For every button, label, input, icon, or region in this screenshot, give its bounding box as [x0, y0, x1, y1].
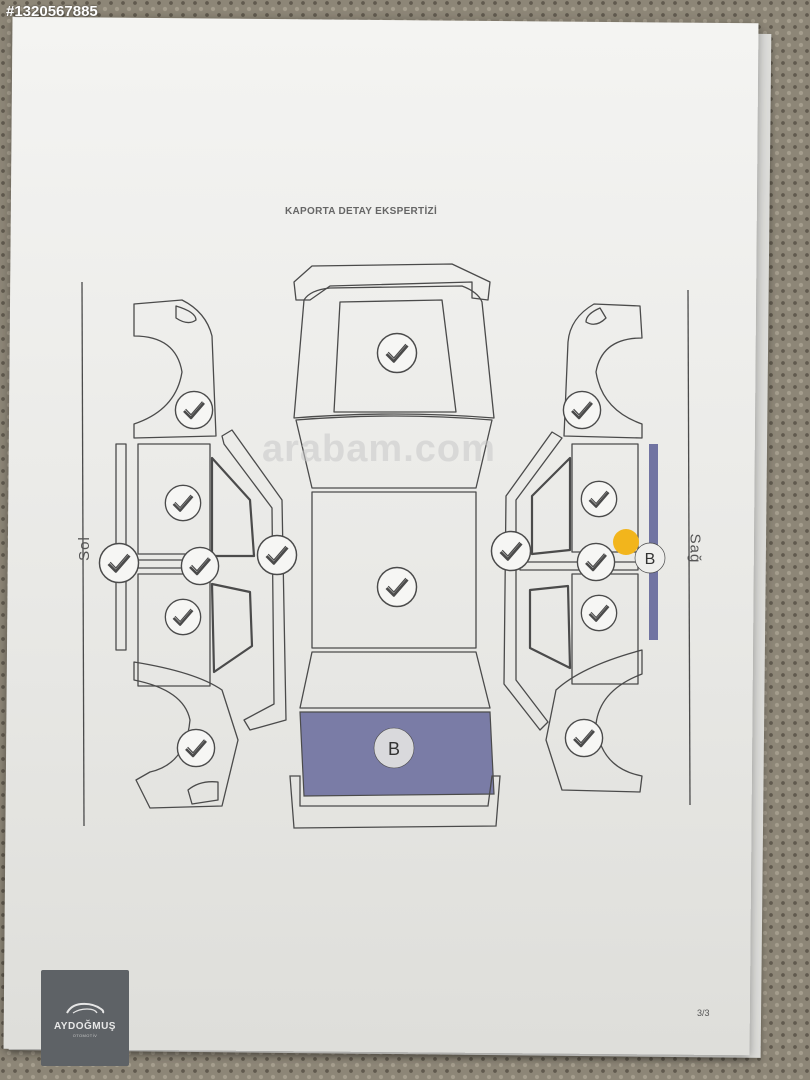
rear-window	[299, 651, 491, 709]
hood-check-icon	[376, 332, 418, 374]
left-rear-door-check-icon	[164, 598, 202, 636]
dealer-tagline: OTOMOTİV	[72, 1032, 98, 1038]
hood-part	[293, 285, 495, 419]
right-sill-marker-text: B	[645, 551, 656, 568]
right-sill-changed-strip	[649, 444, 658, 640]
page-number: 3/3	[697, 1008, 710, 1018]
left-door-divider-check-icon	[180, 546, 220, 586]
left-pillar-check-icon	[256, 534, 298, 576]
left-rear-door-frame	[137, 573, 211, 687]
right-front-window	[530, 456, 572, 556]
right-rear-fender	[545, 649, 643, 793]
left-front-fender-check-icon	[174, 390, 214, 430]
dealer-logo: AYDOĞMUŞ OTOMOTİV	[41, 970, 129, 1066]
car-logo-icon	[66, 1002, 105, 1014]
hood-inner	[333, 299, 457, 413]
left-sill-check-icon	[98, 542, 140, 584]
left-front-fender-lamp	[175, 305, 197, 324]
right-front-fender-check-icon	[562, 390, 602, 430]
left-front-window	[210, 456, 256, 558]
roof-check-icon	[376, 566, 418, 608]
left-side-label: Sol	[75, 536, 93, 561]
left-rear-fender	[133, 661, 239, 809]
front-bumper	[293, 263, 491, 301]
trunk-marker-text: B	[388, 739, 400, 759]
left-pillar	[221, 429, 287, 731]
local-paint-dot	[613, 529, 639, 555]
right-rear-fender-check-icon	[564, 718, 604, 758]
trunk-changed-marker: B	[373, 727, 415, 769]
dealer-name: AYDOĞMUŞ	[54, 1020, 116, 1032]
listing-id: #1320567885	[6, 3, 98, 20]
windshield	[295, 415, 493, 489]
left-front-door-frame	[137, 443, 211, 555]
right-rear-door-check-icon	[580, 594, 618, 632]
left-front-fender	[133, 299, 217, 439]
left-rear-lamp	[187, 781, 219, 805]
left-rear-fender-check-icon	[176, 728, 216, 768]
roof-part	[311, 491, 477, 649]
left-side-line	[81, 281, 85, 827]
right-rear-window	[528, 584, 572, 670]
right-side-label: Sağ	[686, 533, 704, 564]
rear-bumper	[289, 775, 501, 829]
left-rear-window	[210, 582, 254, 674]
right-pillar-check-icon	[490, 530, 532, 572]
right-front-fender	[563, 303, 643, 439]
left-front-door-check-icon	[164, 484, 202, 522]
right-side-line	[687, 289, 691, 806]
right-front-door-check-icon	[580, 480, 618, 518]
document-title: KAPORTA DETAY EKSPERTİZİ	[285, 206, 438, 217]
site-watermark: arabam.com	[262, 428, 496, 470]
right-sill-changed-marker: B	[634, 542, 666, 574]
right-front-fender-lamp	[585, 307, 607, 325]
right-door-divider-check-icon	[576, 542, 616, 582]
right-pillar	[503, 431, 563, 731]
